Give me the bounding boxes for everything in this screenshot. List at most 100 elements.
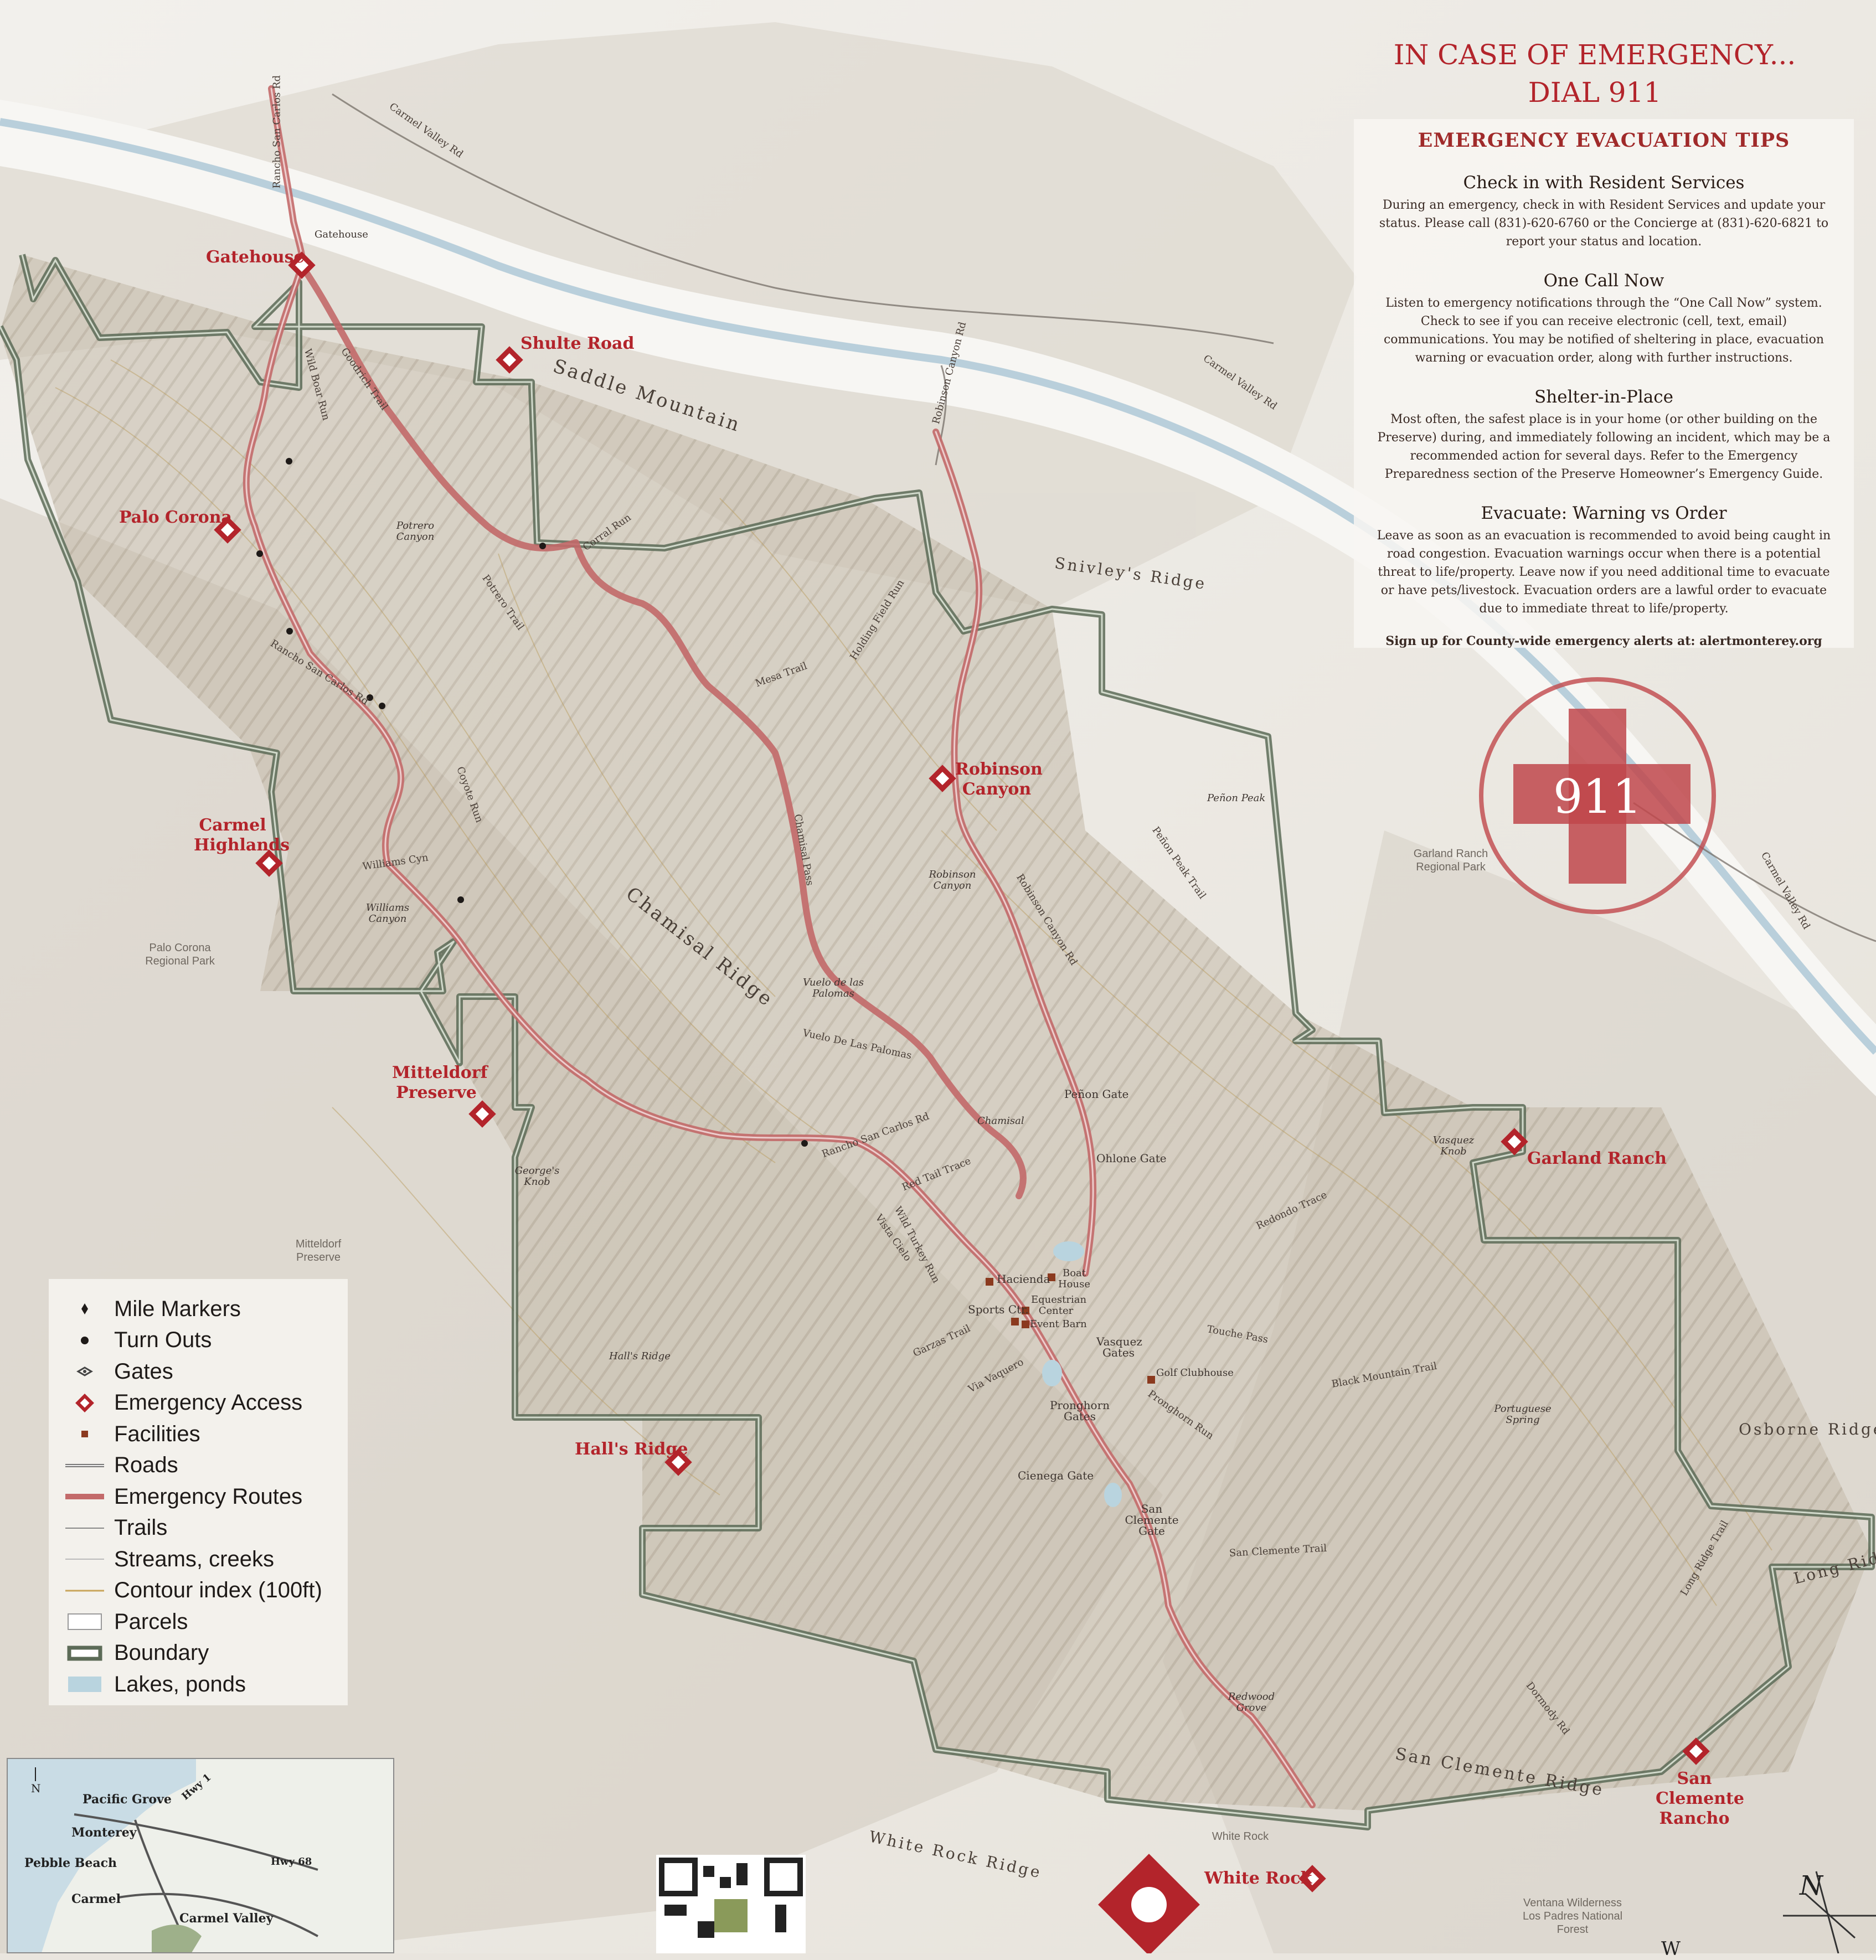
- poi-robinson-canyon[interactable]: Robinson Canyon: [955, 760, 1043, 799]
- legend-streams: Streams, creeks: [65, 1544, 348, 1575]
- legend-label: Lakes, ponds: [114, 1672, 246, 1696]
- emergency-route-line-icon: [65, 1486, 104, 1508]
- tip-title-evacuate: Evacuate: Warning vs Order: [1481, 503, 1727, 523]
- emergency-access-icon: [65, 1392, 104, 1414]
- emergency-access-palo-corona: [214, 516, 241, 544]
- alert-signup[interactable]: Sign up for County-wide emergency alerts…: [1385, 634, 1822, 648]
- tip-body-shelter: Most often, the safest place is in your …: [1377, 412, 1831, 481]
- gate-label-pronghorn: Pronghorn Gates: [1049, 1399, 1110, 1423]
- legend-label: Turn Outs: [114, 1328, 212, 1353]
- gate-label-cienega: Cienega Gate: [1018, 1469, 1094, 1482]
- emergency-access-halls-ridge: [664, 1448, 692, 1476]
- poi-gatehouse[interactable]: Gatehouse: [206, 247, 305, 267]
- poi-palo-corona[interactable]: Palo Corona: [119, 508, 232, 527]
- gate-label-gatehouse: Gatehouse: [315, 229, 368, 240]
- carmel-river-valley: [0, 100, 1876, 1096]
- lakes: [1042, 1241, 1122, 1507]
- compass-north-label: N: [1800, 1870, 1823, 1901]
- emergency-access-white-rock: [1298, 1865, 1326, 1892]
- preserve-terrain: [0, 255, 1872, 1811]
- tip-title-one-call-now: One Call Now: [1543, 271, 1664, 291]
- emergency-access-mitteldorf: [468, 1100, 496, 1128]
- legend-label: Facilities: [114, 1421, 200, 1446]
- inset-label-carmel: Carmel: [71, 1892, 121, 1906]
- stream-line-icon: [65, 1548, 104, 1570]
- inset-geography: N: [8, 1759, 393, 1952]
- park-mitteldorf: Mitteldorf Preserve: [295, 1238, 342, 1263]
- place-halls-ridge: Hall's Ridge: [609, 1350, 671, 1362]
- ridge-osborne: Osborne Ridge: [1739, 1420, 1876, 1438]
- emergency-access-carmel-highlands: [255, 849, 283, 877]
- place-penon-peak: Peñon Peak: [1207, 792, 1266, 804]
- park-white-rock: White Rock: [1212, 1830, 1269, 1843]
- inset-label-pebble-beach: Pebble Beach: [24, 1856, 117, 1870]
- trail-line-icon: [65, 1517, 104, 1539]
- emergency-access-garland-ranch: [1501, 1128, 1528, 1156]
- place-chamisal: Chamisal: [977, 1115, 1024, 1127]
- tip-body-check-in: During an emergency, check in with Resid…: [1379, 198, 1829, 249]
- gate-label-ohlone: Ohlone Gate: [1096, 1152, 1167, 1165]
- facility-label-golf-clubhouse: Golf Clubhouse: [1156, 1367, 1234, 1379]
- legend-contour: Contour index (100ft): [65, 1575, 348, 1607]
- poi-white-rock[interactable]: White Rock: [1204, 1869, 1312, 1888]
- emergency-routes-inner: [245, 87, 1313, 1806]
- parcel-box-icon: [65, 1611, 104, 1633]
- legend-label: Parcels: [114, 1609, 188, 1634]
- legend-trails: Trails: [65, 1513, 348, 1544]
- compass-rose: [1783, 1871, 1876, 1953]
- tip-title-check-in: Check in with Resident Services: [1463, 173, 1745, 193]
- inset-label-pacific-grove: Pacific Grove: [83, 1792, 172, 1807]
- place-vuelo: Vuelo de las Palomas: [802, 977, 864, 999]
- badge-911: [1479, 677, 1716, 914]
- place-portuguese-spring: Portuguese Spring: [1494, 1403, 1552, 1426]
- legend-mile-markers: Mile Markers: [65, 1293, 348, 1325]
- emergency-title-line2: DIAL 911: [1528, 76, 1662, 109]
- gate-label-penon: Peñon Gate: [1064, 1087, 1129, 1101]
- tip-body-evacuate: Leave as soon as an evacuation is recomm…: [1377, 529, 1831, 616]
- legend-parcels: Parcels: [65, 1606, 348, 1638]
- emergency-access-gatehouse: [288, 251, 316, 279]
- facility-label-event-barn: Event Barn: [1030, 1318, 1087, 1330]
- contour-line-icon: [65, 1580, 104, 1602]
- evacuation-tips-panel: EMERGENCY EVACUATION TIPS Check in with …: [1354, 119, 1854, 648]
- boundary-line-icon: [65, 1642, 104, 1664]
- gate-icon: [65, 1360, 104, 1383]
- place-georges-knob: George's Knob: [514, 1165, 560, 1188]
- facility-markers: [986, 1273, 1155, 1384]
- facility-label-boat-house: Boat House: [1058, 1267, 1091, 1290]
- poi-carmel-highlands[interactable]: Carmel Highlands: [194, 816, 290, 855]
- poi-mitteldorf-preserve[interactable]: Mitteldorf Preserve: [392, 1063, 488, 1102]
- place-vasquez-knob: Vasquez Knob: [1432, 1134, 1475, 1157]
- poi-san-clemente-rancho[interactable]: San Clemente Rancho: [1656, 1769, 1744, 1828]
- park-palo-corona: Palo Corona Regional Park: [145, 942, 215, 967]
- compass-west-label: W: [1661, 1938, 1681, 1960]
- poi-shulte-road[interactable]: Shulte Road: [520, 334, 635, 353]
- gate-label-san-clemente: San Clemente Gate: [1125, 1502, 1179, 1538]
- big-emergency-diamond: [1098, 1854, 1200, 1953]
- legend-lakes: Lakes, ponds: [65, 1669, 348, 1700]
- place-potrero-canyon: Potrero Canyon: [396, 520, 435, 543]
- roads: [332, 93, 1876, 942]
- badge-911-label: 911: [1553, 770, 1642, 824]
- legend-label: Emergency Routes: [114, 1484, 303, 1509]
- poi-garland-ranch[interactable]: Garland Ranch: [1527, 1149, 1667, 1168]
- legend-roads: Roads: [65, 1450, 348, 1482]
- facility-label-sports-ctr: Sports Ctr.: [968, 1303, 1029, 1316]
- road-line-icon: [65, 1454, 104, 1477]
- emergency-title: IN CASE OF EMERGENCY... DIAL 911: [1318, 36, 1872, 111]
- emergency-access-shulte-road: [496, 346, 523, 374]
- legend-emergency-access: Emergency Access: [65, 1388, 348, 1419]
- road-rancho-san-carlos-1: Rancho San Carlos Rd: [271, 75, 283, 189]
- facility-label-equestrian: Equestrian Center: [1031, 1294, 1087, 1317]
- lake-box-icon: [65, 1673, 104, 1695]
- legend-label: Emergency Access: [114, 1390, 303, 1415]
- place-redwood-grove: Redwood Grove: [1228, 1691, 1275, 1714]
- turn-out-icon: [65, 1329, 104, 1352]
- legend-boundary: Boundary: [65, 1638, 348, 1669]
- tips-heading: EMERGENCY EVACUATION TIPS: [1418, 129, 1790, 152]
- map-legend: Mile Markers Turn Outs Gates Emergency A…: [49, 1279, 348, 1705]
- legend-label: Gates: [114, 1359, 173, 1384]
- gate-label-vasquez: Vasquez Gates: [1096, 1335, 1142, 1359]
- place-williams-canyon: Williams Canyon: [365, 902, 410, 925]
- poi-halls-ridge[interactable]: Hall's Ridge: [575, 1440, 688, 1459]
